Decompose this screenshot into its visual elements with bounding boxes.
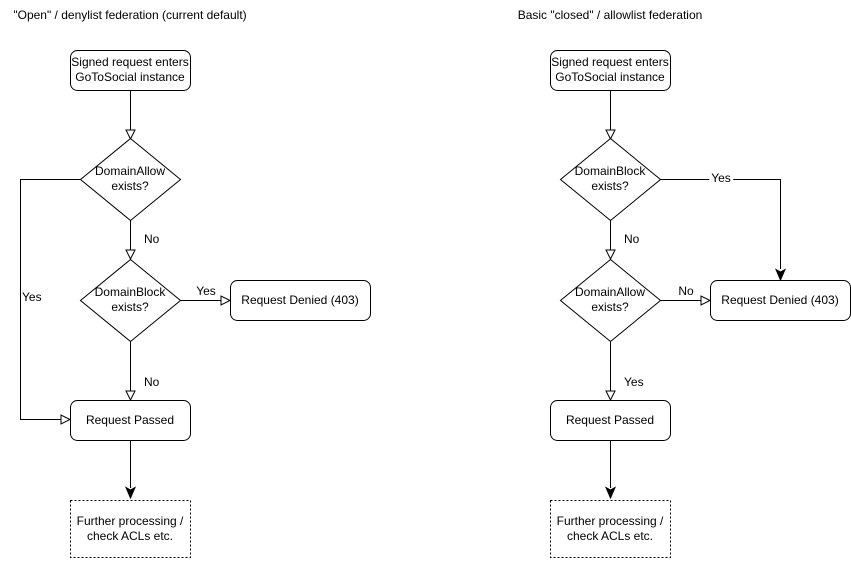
open-arrowhead-icon — [220, 295, 232, 306]
right-decision2-no-label: No — [678, 284, 694, 298]
solid-arrowhead-icon — [774, 268, 787, 282]
left-flowchart-shapes — [20, 50, 371, 558]
open-arrowhead-icon — [605, 129, 616, 141]
right-chart-title: Basic "closed" / allowlist federation — [517, 8, 703, 22]
open-arrowhead-icon — [125, 390, 136, 402]
open-arrowhead-icon — [60, 414, 72, 425]
left-decision2-no-label: No — [144, 375, 160, 389]
right-edge-start-to-decision1 — [605, 90, 616, 141]
right-decision2-shape — [559, 258, 662, 343]
solid-arrowhead-icon — [604, 486, 617, 500]
right-decision1-no-label: No — [624, 232, 640, 246]
left-decision1-shape — [79, 137, 182, 222]
left-further-node-shape — [70, 500, 191, 558]
left-denied-node-shape — [230, 280, 371, 321]
open-arrowhead-icon — [125, 129, 136, 141]
left-decision1-yes-label: Yes — [22, 290, 42, 304]
left-edge-decision1-to-decision2 — [125, 220, 136, 261]
right-edge-passed-to-further — [604, 440, 617, 500]
solid-arrowhead-icon — [124, 486, 137, 500]
right-decision2-yes-label: Yes — [624, 375, 644, 389]
right-passed-node-shape — [550, 400, 671, 441]
right-flowchart-shapes — [550, 50, 851, 558]
open-arrowhead-icon — [700, 295, 712, 306]
open-arrowhead-icon — [125, 249, 136, 261]
right-edge-decision2-to-denied — [660, 295, 712, 306]
left-edge-decision2-to-passed — [125, 341, 136, 402]
left-start-node-shape — [70, 50, 191, 91]
left-edge-decision1-yes-to-passed — [20, 179, 80, 425]
open-arrowhead-icon — [605, 390, 616, 402]
left-chart-title: "Open" / denylist federation (current de… — [13, 8, 247, 22]
right-decision1-yes-label: Yes — [709, 171, 733, 185]
right-further-node-shape — [550, 500, 671, 558]
right-decision1-shape — [559, 137, 662, 222]
right-denied-node-shape — [710, 280, 851, 321]
open-arrowhead-icon — [605, 249, 616, 261]
left-edge-decision2-to-denied — [180, 295, 232, 306]
left-decision1-no-label: No — [144, 232, 160, 246]
left-edge-start-to-decision1 — [125, 90, 136, 141]
left-edge-passed-to-further — [124, 440, 137, 500]
right-edge-decision1-yes-to-denied — [660, 179, 787, 282]
left-decision2-shape — [79, 258, 182, 343]
left-passed-node-shape — [70, 400, 191, 441]
right-edge-decision1-to-decision2 — [605, 220, 616, 261]
right-edge-decision2-to-passed — [605, 341, 616, 402]
right-start-node-shape — [550, 50, 671, 91]
left-decision2-yes-label: Yes — [196, 284, 216, 298]
